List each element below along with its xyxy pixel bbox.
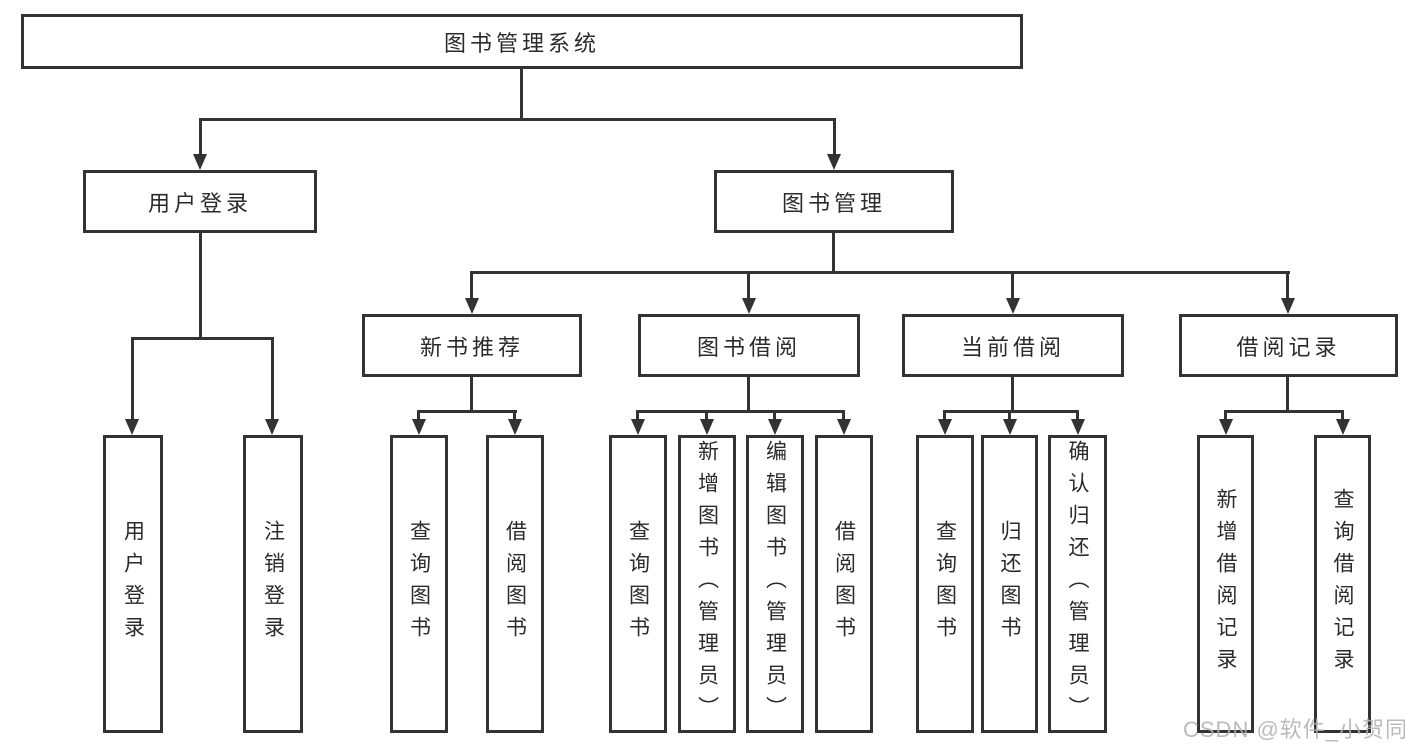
node-borrowing-records: 借阅记录 xyxy=(1179,314,1398,377)
leaf-label: 查询图书 xyxy=(407,520,431,648)
connector-line xyxy=(943,410,946,419)
connector-line xyxy=(1341,410,1344,419)
connector-line xyxy=(636,410,639,419)
leaf-query-books-recommendation: 查询图书 xyxy=(390,435,448,733)
connector-line xyxy=(1008,410,1011,419)
node-label: 新书推荐 xyxy=(419,334,524,360)
leaf-label: 用户登录 xyxy=(121,520,145,648)
arrow-down-icon xyxy=(768,419,782,435)
connector-line xyxy=(943,410,1079,413)
leaf-label: 查询图书 xyxy=(626,520,650,648)
arrow-down-icon xyxy=(938,419,952,435)
leaf-label: 注销登录 xyxy=(261,520,285,648)
connector-line xyxy=(1286,377,1289,413)
node-current-borrowing: 当前借阅 xyxy=(902,314,1124,377)
node-book-management: 图书管理 xyxy=(714,170,954,233)
leaf-edit-books-admin: 编辑图书（管理员） xyxy=(746,435,804,733)
leaf-query-borrowing-record: 查询借阅记录 xyxy=(1314,435,1371,733)
connector-line xyxy=(513,410,516,419)
node-label: 当前借阅 xyxy=(960,334,1065,360)
leaf-add-borrowing-record: 新增借阅记录 xyxy=(1197,435,1254,733)
connector-line xyxy=(271,337,274,419)
connector-line xyxy=(1286,271,1289,298)
arrow-down-icon xyxy=(631,419,645,435)
arrow-down-icon xyxy=(1219,419,1233,435)
connector-line xyxy=(417,410,420,419)
watermark: CSDN @软件_小贺同学 xyxy=(1183,717,1405,742)
leaf-query-books-borrowing: 查询图书 xyxy=(609,435,667,733)
leaf-borrow-books-borrowing: 借阅图书 xyxy=(815,435,873,733)
arrow-down-icon xyxy=(465,298,479,314)
node-label: 图书借阅 xyxy=(696,334,801,360)
leaf-query-books-current: 查询图书 xyxy=(916,435,974,733)
leaf-label: 借阅图书 xyxy=(503,520,527,648)
leaf-label: 归还图书 xyxy=(998,520,1021,648)
leaf-label: 编辑图书（管理员） xyxy=(763,440,787,728)
leaf-return-books: 归还图书 xyxy=(981,435,1038,733)
leaf-add-books-admin: 新增图书（管理员） xyxy=(678,435,736,733)
leaf-confirm-return-admin: 确认归还（管理员） xyxy=(1048,435,1107,733)
arrow-down-icon xyxy=(827,154,841,170)
leaf-label: 新增借阅记录 xyxy=(1214,488,1237,680)
leaf-label: 新增图书（管理员） xyxy=(695,440,719,728)
leaf-label: 借阅图书 xyxy=(832,520,856,648)
connector-line xyxy=(705,410,708,419)
connector-line xyxy=(131,337,274,340)
node-label: 图书管理系统 xyxy=(443,30,600,56)
arrow-down-icon xyxy=(1006,298,1020,314)
arrow-down-icon xyxy=(412,419,426,435)
leaf-logout: 注销登录 xyxy=(243,435,303,733)
connector-line xyxy=(520,69,523,121)
node-label: 借阅记录 xyxy=(1236,334,1341,360)
connector-line xyxy=(773,410,776,419)
connector-line xyxy=(747,377,750,413)
arrow-down-icon xyxy=(508,419,522,435)
arrow-down-icon xyxy=(1071,419,1085,435)
connector-line xyxy=(470,271,1290,274)
leaf-label: 确认归还（管理员） xyxy=(1066,440,1089,728)
leaf-user-login: 用户登录 xyxy=(103,435,163,733)
connector-line xyxy=(747,271,750,298)
connector-line xyxy=(833,118,836,154)
node-label: 用户登录 xyxy=(147,190,252,216)
arrow-down-icon xyxy=(742,298,756,314)
connector-line xyxy=(417,410,517,413)
leaf-label: 查询借阅记录 xyxy=(1331,488,1354,680)
node-user-login: 用户登录 xyxy=(83,170,317,233)
arrow-down-icon xyxy=(1336,419,1350,435)
arrow-down-icon xyxy=(125,419,139,435)
connector-line xyxy=(1011,271,1014,298)
arrow-down-icon xyxy=(1281,298,1295,314)
connector-line xyxy=(199,118,202,154)
connector-line xyxy=(199,118,836,121)
connector-line xyxy=(470,271,473,298)
connector-line xyxy=(1011,377,1014,413)
connector-line xyxy=(1076,410,1079,419)
connector-line xyxy=(470,377,473,413)
arrow-down-icon xyxy=(700,419,714,435)
arrow-down-icon xyxy=(1003,419,1017,435)
connector-line xyxy=(1224,410,1344,413)
node-book-borrowing: 图书借阅 xyxy=(638,314,860,377)
leaf-borrow-books-recommendation: 借阅图书 xyxy=(486,435,544,733)
connector-line xyxy=(199,233,202,340)
node-label: 图书管理 xyxy=(781,190,886,216)
connector-line xyxy=(636,410,845,413)
connector-line xyxy=(832,233,835,274)
node-library-management-system: 图书管理系统 xyxy=(21,14,1023,69)
connector-line xyxy=(131,337,134,419)
arrow-down-icon xyxy=(837,419,851,435)
connector-line xyxy=(842,410,845,419)
node-new-book-recommendation: 新书推荐 xyxy=(362,314,582,377)
leaf-label: 查询图书 xyxy=(933,520,957,648)
connector-line xyxy=(1224,410,1227,419)
arrow-down-icon xyxy=(265,419,279,435)
arrow-down-icon xyxy=(193,154,207,170)
